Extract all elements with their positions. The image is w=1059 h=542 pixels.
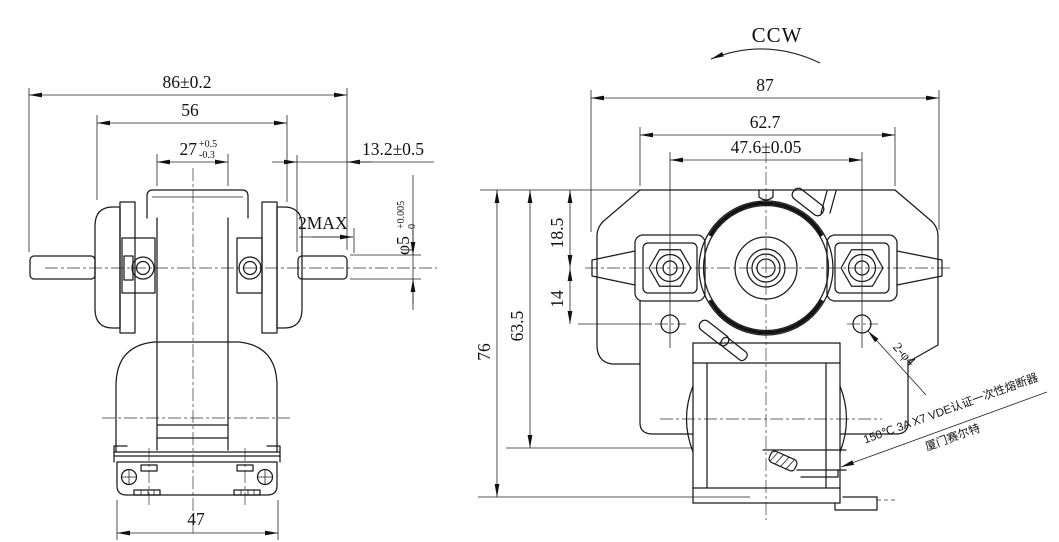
motor-side-body	[29, 189, 348, 496]
bracket-tip-left	[591, 250, 636, 286]
mounting-base	[116, 461, 278, 496]
dim-shaft-dia: φ5	[393, 236, 413, 255]
front-view-dimensions: 87 62.7 47.6±0.05 76 63.5 18.5	[474, 23, 1048, 498]
bearing-right-inner	[242, 260, 258, 276]
coil-bobbin	[115, 341, 278, 453]
dim-top-to-center: 18.5	[547, 217, 567, 248]
stack-top-bar	[146, 189, 249, 219]
thermal-fuse	[762, 449, 847, 478]
shaft-right	[297, 255, 348, 280]
bracket-plate-left	[119, 201, 136, 334]
foot-bracket	[834, 496, 878, 511]
base-foot-left	[133, 489, 161, 496]
base-screw-left	[120, 468, 138, 486]
dim-body-height: 63.5	[507, 310, 527, 341]
dim-overall-width: 87	[756, 75, 774, 95]
bearing-right-outer	[238, 256, 262, 280]
dim-overall-height: 76	[474, 343, 494, 361]
dim-shaft-dia-tol-dn: 0	[407, 224, 418, 229]
dim-shoulder-max: 2MAX	[298, 213, 348, 233]
side-view: 86±0.2 56 27 +0.5 -0.3 13.2±0.5 2MAX	[28, 72, 437, 540]
coil-bobbin-front	[685, 342, 848, 504]
hex-nut-right	[840, 249, 884, 287]
dim-hole-spacing: 47.6±0.05	[731, 137, 802, 157]
bearing-left-inner	[135, 260, 151, 276]
base-screw-right	[256, 468, 274, 486]
fuse-note-line2: 厦门赛尔特	[923, 421, 982, 454]
bearing-left-outer	[131, 256, 155, 280]
side-view-dimensions: 86±0.2 56 27 +0.5 -0.3 13.2±0.5 2MAX	[28, 72, 434, 540]
terminal-tab-left	[140, 464, 158, 472]
rotation-direction-label: CCW	[752, 23, 803, 47]
bearing-tab-left	[123, 255, 134, 281]
dim-base-width: 47	[187, 509, 205, 529]
dim-stack-tol-up: +0.5	[199, 139, 217, 150]
hole-callout: 2-φ4	[890, 339, 919, 368]
rotor-circles	[698, 200, 834, 336]
dim-shaft-dia-tol-up: +0.005	[396, 201, 407, 229]
bearing-block-left	[121, 237, 156, 294]
bearing-block-right	[236, 237, 263, 294]
base-foot-right	[233, 489, 261, 496]
ccw-rotation-arrow-icon	[710, 48, 821, 64]
dim-center-to-hole: 14	[547, 290, 567, 308]
end-bell-left	[94, 206, 121, 329]
side-view-centerlines	[45, 168, 437, 536]
dim-bracket-span: 62.7	[750, 112, 781, 132]
terminal-tab-right	[236, 464, 254, 472]
shaft-left	[29, 255, 96, 280]
dim-stack-tol-dn: -0.3	[199, 150, 215, 161]
hex-nut-left	[648, 249, 692, 287]
motor-front-body	[591, 187, 943, 511]
dim-stack-width: 27	[180, 139, 198, 159]
dim-overall-length: 86±0.2	[163, 72, 212, 92]
bracket-plate-right	[261, 201, 278, 334]
front-view: 87 62.7 47.6±0.05 76 63.5 18.5	[474, 23, 1048, 520]
bracket-tip-right	[896, 250, 943, 286]
end-bell-right	[276, 206, 303, 329]
dim-shaft-extension: 13.2±0.5	[362, 139, 424, 159]
dim-body-width: 56	[181, 100, 199, 120]
